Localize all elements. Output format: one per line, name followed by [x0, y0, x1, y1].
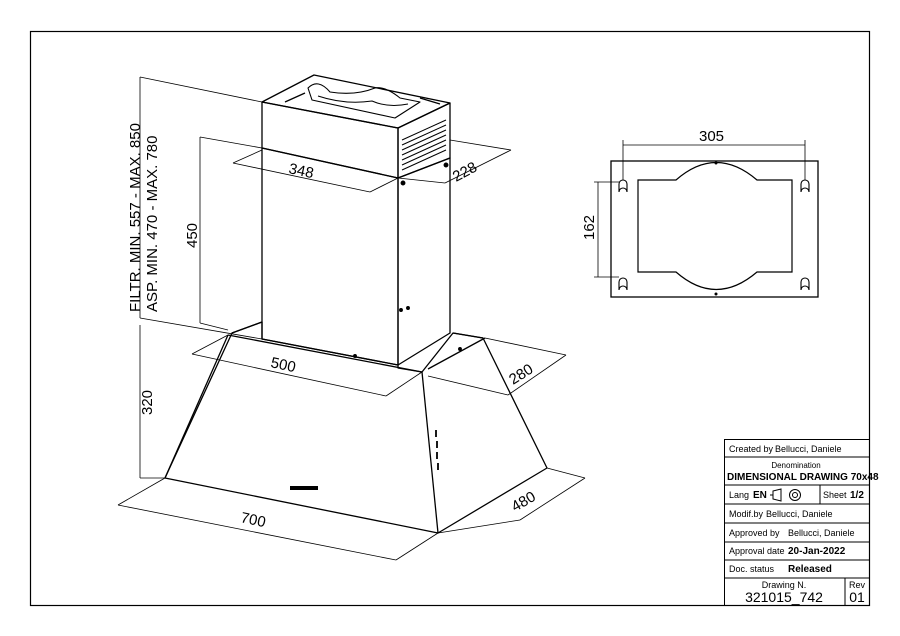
dim-hood-top-depth: 280: [506, 361, 536, 389]
dimension-lines: [117, 76, 586, 561]
control-buttons: [435, 430, 439, 470]
created-by-value: Bellucci, Daniele: [775, 444, 842, 454]
doc-status-value: Released: [788, 564, 832, 575]
modif-by-value: Bellucci, Daniele: [766, 509, 833, 519]
dim-chimney-note-2: ASP. MIN. 470 - MAX. 780: [144, 136, 161, 312]
bracket-plate-view: [594, 140, 819, 298]
denomination-value: DIMENSIONAL DRAWING 70x48: [727, 472, 879, 483]
dim-hood-bottom-depth: 480: [509, 488, 539, 515]
drawing-no-label: Drawing N.: [762, 580, 807, 590]
brand-logo: [290, 486, 318, 490]
top-chimney-top: [261, 74, 451, 129]
title-block: [724, 439, 870, 606]
dim-bracket-height: 162: [581, 215, 598, 240]
dim-bracket-width: 305: [699, 128, 724, 145]
sheet-label: Sheet: [823, 490, 847, 500]
projection-symbol-icon: [770, 488, 801, 502]
created-by-label: Created by: [729, 444, 774, 454]
rev-label: Rev: [849, 580, 866, 590]
dim-chimney-depth: 228: [450, 159, 480, 186]
approval-date-label: Approval date: [729, 546, 785, 556]
top-chimney-front: [261, 101, 399, 179]
dim-chimney-width: 348: [287, 160, 315, 182]
dim-upper-chimney-height: 450: [184, 223, 201, 248]
hood-body-outline: [164, 321, 548, 534]
bracket-cutout: [637, 161, 793, 291]
dim-hood-top-width: 500: [269, 354, 297, 376]
sheet-border: [29, 30, 871, 607]
approved-by-label: Approved by: [729, 528, 780, 538]
chimney-front: [261, 147, 399, 366]
dim-hood-height: 320: [139, 390, 156, 415]
approval-date-value: 20-Jan-2022: [788, 546, 846, 557]
dim-hood-bottom-width: 700: [239, 509, 267, 531]
bracket-plate-outline: [610, 160, 819, 298]
sheet-value: 1/2: [850, 490, 864, 501]
denomination-label: Denomination: [771, 461, 820, 470]
modif-by-label: Modif.by: [729, 509, 764, 519]
chimney-side: [397, 157, 451, 366]
vent-slots: [401, 119, 447, 171]
approved-by-value: Bellucci, Daniele: [788, 528, 855, 538]
doc-status-label: Doc. status: [729, 564, 775, 574]
rev-value: 01: [849, 589, 865, 605]
lang-value: EN: [753, 490, 767, 501]
keyhole-slots: [618, 179, 810, 291]
drawing-no-value: 321015_742: [745, 589, 823, 605]
dim-chimney-note-1: FILTR. MIN. 557 - MAX. 850: [127, 123, 144, 312]
hood-isometric-view: [164, 74, 548, 534]
lang-label: Lang: [729, 490, 749, 500]
